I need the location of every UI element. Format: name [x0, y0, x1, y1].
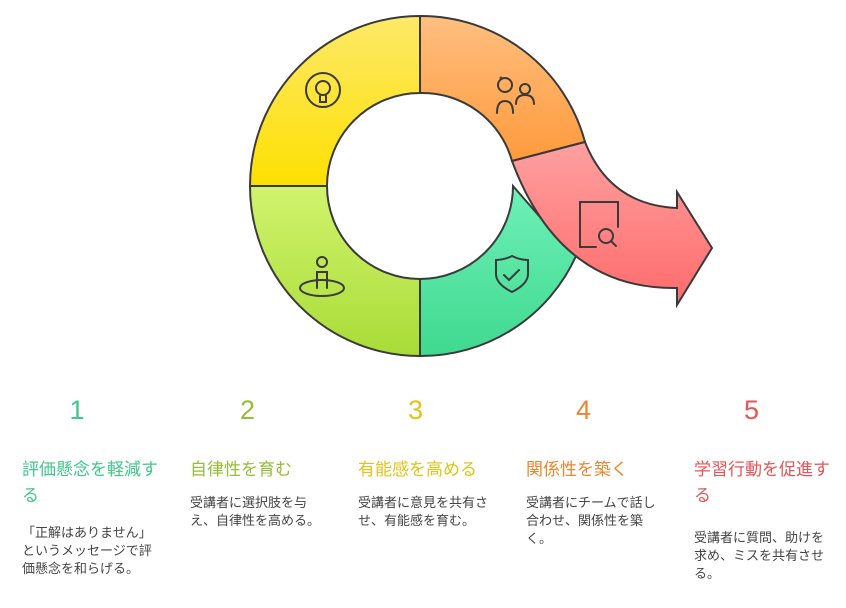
step-description: 受講者に意見を共有させ、有能感を育む。	[358, 496, 489, 529]
step-title: 自律性を育む	[190, 460, 292, 480]
step-3: 3 有能感を高める 受講者に意見を共有させ、有能感を育む。	[358, 395, 508, 529]
step-title: 関係性を築く	[526, 460, 628, 480]
step-number: 2	[239, 395, 256, 425]
segment-3-orange	[419, 14, 587, 163]
segment-5-arrow	[510, 140, 714, 309]
step-title: 有能感を高める	[358, 460, 477, 480]
step-description: 「正解はありません」というメッセージで評価懸念を和らげる。	[22, 526, 152, 577]
step-number: 3	[407, 395, 424, 425]
step-description: 受講者に選択肢を与え、自律性を高める。	[190, 496, 321, 529]
step-4: 4 関係性を築く 受講者にチームで話し合わせ、関係性を築く。	[526, 395, 676, 547]
segment-1-lime	[248, 185, 421, 358]
step-description: 受講者にチームで話し合わせ、関係性を築く。	[526, 496, 656, 547]
people-chat-icon	[496, 76, 535, 114]
book-search-icon	[579, 201, 619, 248]
step-title: 学習行動を促進する	[694, 460, 830, 506]
step-description: 受講者に質問、助けを求め、ミスを共有させる。	[694, 531, 825, 582]
person-target-icon	[299, 256, 345, 297]
shield-check-icon	[495, 254, 529, 294]
step-number: 4	[575, 395, 592, 425]
step-number: 5	[743, 395, 760, 425]
step-2: 2 自律性を育む 受講者に選択肢を与え、自律性を高める。	[190, 395, 340, 529]
step-5: 5 学習行動を促進する 受講者に質問、助けを求め、ミスを共有させる。	[694, 395, 844, 582]
step-title: 評価懸念を軽減する	[22, 460, 158, 506]
cycle-diagram	[248, 14, 714, 358]
gear-lightbulb-icon	[305, 72, 341, 108]
step-number: 1	[69, 395, 85, 425]
step-1: 1 評価懸念を軽減する 「正解はありません」というメッセージで評価懸念を和らげる…	[22, 395, 172, 577]
